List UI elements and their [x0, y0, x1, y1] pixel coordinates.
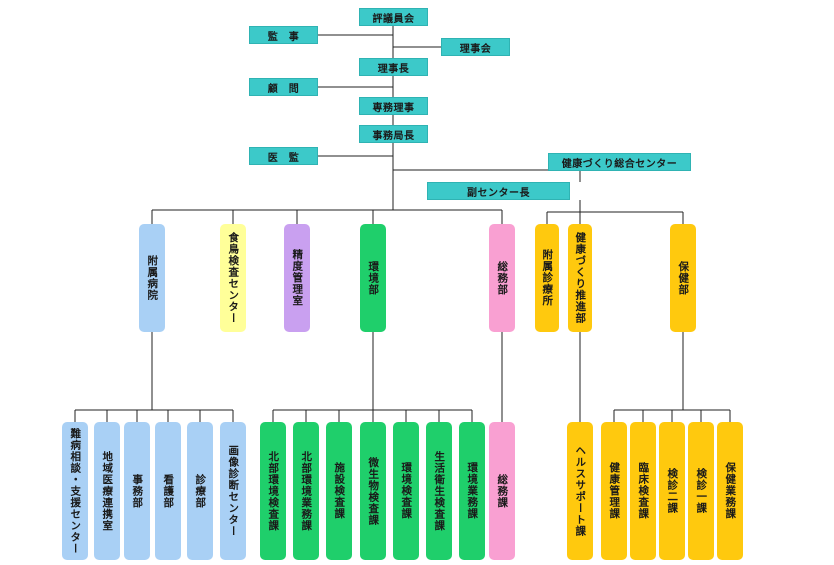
section-shinryobu: 診療部: [187, 422, 213, 560]
section-hokubu-kankyo-gyomu: 北部環境業務課: [293, 422, 319, 560]
dept-fuzoku-shinryo: 附属診療所: [535, 224, 559, 332]
section-kenshin-1: 検診一課: [688, 422, 714, 560]
section-chiiki: 地域医療連携室: [94, 422, 120, 560]
section-kankyo-kensa: 環境検査課: [393, 422, 419, 560]
dept-kenko-suishin: 健康づくり推進部: [568, 224, 592, 332]
dept-hoken: 保健部: [670, 224, 696, 332]
section-somuka: 総務課: [489, 422, 515, 560]
section-kenshin-2: 検診二課: [659, 422, 685, 560]
hyogiinkai-box: 評議員会: [359, 8, 428, 26]
section-kenko-kanri: 健康管理課: [601, 422, 627, 560]
komon-box: 顧 問: [249, 78, 318, 96]
dept-kankyo: 環境部: [360, 224, 386, 332]
dept-somu: 総務部: [489, 224, 515, 332]
kenko-center-box: 健康づくり総合センター: [548, 153, 691, 171]
section-hoken-gyomu: 保健業務課: [717, 422, 743, 560]
rijikai-box: 理事会: [441, 38, 510, 56]
dept-fuzoku-byoin: 附属病院: [139, 224, 165, 332]
section-kangobu: 看護部: [155, 422, 181, 560]
section-kankyo-gyomu: 環境業務課: [459, 422, 485, 560]
section-jimubu: 事務部: [124, 422, 150, 560]
rijicho-box: 理事長: [359, 58, 428, 76]
kanji-box: 監 事: [249, 26, 318, 44]
section-gazo: 画像診断センター: [220, 422, 246, 560]
section-nanbyo: 難病相談・支援センター: [62, 422, 88, 560]
section-rinsho: 臨床検査課: [630, 422, 656, 560]
dept-shokucho: 食鳥検査センター: [220, 224, 246, 332]
section-seikatsu: 生活衛生検査課: [426, 422, 452, 560]
ikan-box: 医 監: [249, 147, 318, 165]
section-health-support: ヘルスサポート課: [567, 422, 593, 560]
section-shisetsu: 施設検査課: [326, 422, 352, 560]
senmu-box: 専務理事: [359, 97, 428, 115]
jimukyokucho-box: 事務局長: [359, 125, 428, 143]
dept-seido: 精度管理室: [284, 224, 310, 332]
section-biseibutsu: 微生物検査課: [360, 422, 386, 560]
fuku-center-box: 副センター長: [427, 182, 570, 200]
section-hokubu-kankyo-kensa: 北部環境検査課: [260, 422, 286, 560]
